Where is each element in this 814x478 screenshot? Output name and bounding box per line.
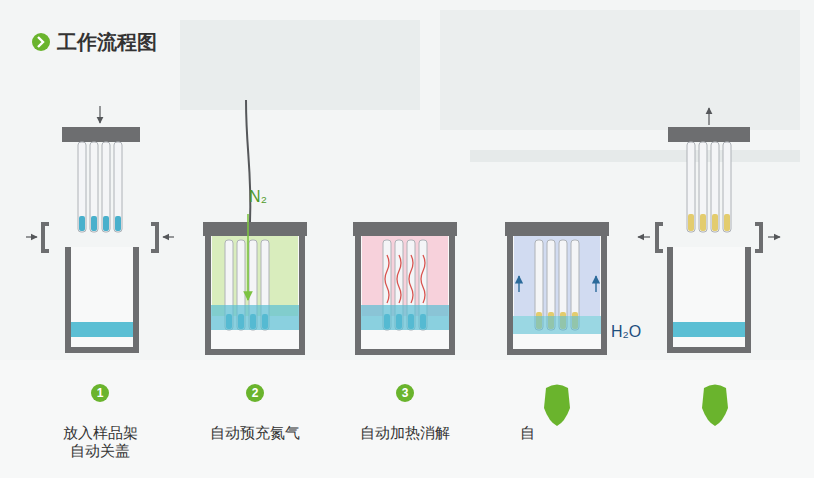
step-3-apparatus xyxy=(353,222,457,352)
step-5-apparatus-part xyxy=(768,236,780,237)
step-3-apparatus-part xyxy=(358,226,452,352)
background-photo-part xyxy=(0,360,814,478)
step-2-apparatus-part xyxy=(203,222,307,236)
step-4-apparatus-part xyxy=(505,222,609,236)
step-3-apparatus-part xyxy=(397,255,401,303)
step-number-circle: 2 xyxy=(246,384,264,402)
title-text: 工作流程图 xyxy=(57,31,157,53)
step-2-apparatus-part xyxy=(247,214,249,300)
step-3-apparatus-part xyxy=(409,255,413,303)
step-5-apparatus-part xyxy=(657,224,663,251)
step-5-apparatus-part xyxy=(708,108,709,125)
step-1-apparatus-part xyxy=(151,224,157,251)
green-marks xyxy=(544,385,728,427)
green-marks-part xyxy=(702,385,728,427)
callout-number: 2 xyxy=(252,387,259,399)
step-caption: 放入样品架 自动关盖 xyxy=(58,424,142,460)
callout-number: 3 xyxy=(402,387,409,399)
step-4-apparatus-part xyxy=(518,276,519,292)
label-text: 放入样品架 自动关盖 xyxy=(63,424,138,459)
title-icon-part xyxy=(38,37,43,47)
step-2-apparatus xyxy=(203,100,307,352)
step-1-apparatus-part xyxy=(68,247,136,350)
step-5-apparatus-part xyxy=(668,127,750,142)
step-1-apparatus-part xyxy=(26,236,37,237)
step-caption: 自动预充氮气 xyxy=(210,424,300,442)
background-photo-part xyxy=(470,150,800,162)
step-4-apparatus-part xyxy=(513,316,601,334)
step-3-apparatus-part xyxy=(353,222,457,236)
label-text: H₂O xyxy=(611,323,641,340)
label-text: 自动预充氮气 xyxy=(210,424,300,441)
gas-label: N₂ xyxy=(249,188,267,206)
green-marks-part xyxy=(544,385,570,427)
step-2-apparatus-part xyxy=(211,305,299,330)
step-1-apparatus-part xyxy=(62,127,140,142)
step-3-apparatus-part xyxy=(421,255,425,303)
step-5-apparatus xyxy=(638,108,780,350)
step-1-apparatus-part xyxy=(71,322,133,337)
step-5-apparatus-part xyxy=(673,322,745,337)
step-5-apparatus-part xyxy=(755,224,761,251)
step-4-apparatus-part xyxy=(595,276,596,292)
background-photo-part xyxy=(440,10,800,130)
step-5-apparatus-part xyxy=(638,236,650,237)
step-4-apparatus-part xyxy=(510,226,604,352)
label-text: 自 xyxy=(520,424,535,441)
step-5-apparatus-part xyxy=(687,142,731,232)
step-caption: 自动加热消解 xyxy=(360,424,450,442)
diagram-title: 工作流程图 xyxy=(57,29,157,55)
step-3-apparatus-part xyxy=(361,305,449,330)
title-icon-part xyxy=(32,33,50,51)
step-3-apparatus-part xyxy=(385,255,389,303)
step-1-apparatus xyxy=(26,106,174,350)
step-5-apparatus-part xyxy=(670,247,748,350)
step-1-apparatus-part xyxy=(78,142,122,232)
background-photo-part xyxy=(180,20,420,110)
label-text: N₂ xyxy=(249,188,267,205)
step-1-apparatus-part xyxy=(163,236,174,237)
title-icon xyxy=(32,33,50,51)
step-number-circle: 3 xyxy=(396,384,414,402)
step-number-circle: 1 xyxy=(91,384,109,402)
label-text: 自动加热消解 xyxy=(360,424,450,441)
water-label: H₂O xyxy=(611,323,641,341)
callout-number: 1 xyxy=(97,387,104,399)
step-4-apparatus-part xyxy=(514,236,600,316)
step-1-apparatus-part xyxy=(43,224,49,251)
step-caption: 自 xyxy=(520,424,535,442)
step-2-apparatus-part xyxy=(208,226,302,352)
step-3-apparatus-part xyxy=(362,236,448,316)
step-1-apparatus-part xyxy=(99,106,100,123)
step-4-apparatus xyxy=(505,222,609,352)
